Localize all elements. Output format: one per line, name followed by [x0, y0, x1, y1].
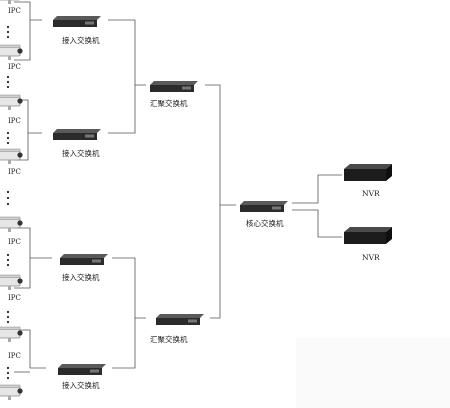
core-switch: 核心交换机	[240, 201, 288, 228]
camera-icon	[0, 44, 24, 61]
aggregation-switch-label: 汇聚交换机	[150, 334, 188, 344]
ipc-cameras: IPC IPC IPC IPC IPC IPC IPC	[0, 0, 24, 401]
nvr-label: NVR	[362, 189, 380, 198]
access-switch-label: 接入交换机	[62, 380, 100, 390]
access-switch-2: 接入交换机	[53, 129, 101, 158]
nvr-label: NVR	[362, 253, 380, 262]
nvr-icon	[344, 227, 392, 244]
ipc-label: IPC	[8, 63, 21, 71]
access-switch-label: 接入交换机	[62, 148, 100, 158]
access-switch-label: 接入交换机	[62, 35, 100, 45]
camera-icon	[0, 94, 24, 111]
aggregation-switch-label: 汇聚交换机	[150, 98, 188, 108]
aggregation-switch-1: 汇聚交换机	[150, 81, 198, 108]
aggregation-switch-2: 汇聚交换机	[150, 314, 204, 344]
watermark	[296, 338, 450, 408]
switch-icon	[58, 364, 106, 375]
access-switch-1: 接入交换机	[53, 16, 101, 45]
ipc-label: IPC	[8, 352, 21, 360]
camera-icon	[0, 326, 24, 343]
ipc-label: IPC	[8, 294, 21, 302]
core-switch-label: 核心交换机	[246, 218, 284, 228]
switch-icon	[53, 129, 101, 140]
camera-icon	[0, 384, 24, 401]
access-switch-3: 接入交换机	[60, 254, 108, 282]
ipc-label: IPC	[8, 7, 21, 15]
nvr-icon	[344, 164, 392, 181]
switch-icon	[53, 16, 101, 27]
ipc-label: IPC	[8, 238, 21, 246]
switch-icon	[156, 314, 204, 325]
nvr-1: NVR	[344, 164, 392, 198]
connection-lines	[14, 1, 342, 373]
access-switch-label: 接入交换机	[62, 272, 100, 282]
camera-icon	[0, 216, 24, 233]
switch-icon	[60, 254, 108, 265]
nvr-2: NVR	[344, 227, 392, 262]
ipc-label: IPC	[8, 117, 21, 125]
camera-icon	[0, 148, 24, 165]
ipc-label: IPC	[8, 168, 21, 176]
access-switch-4: 接入交换机	[58, 364, 106, 390]
switch-icon	[240, 201, 288, 212]
switch-icon	[150, 81, 198, 92]
